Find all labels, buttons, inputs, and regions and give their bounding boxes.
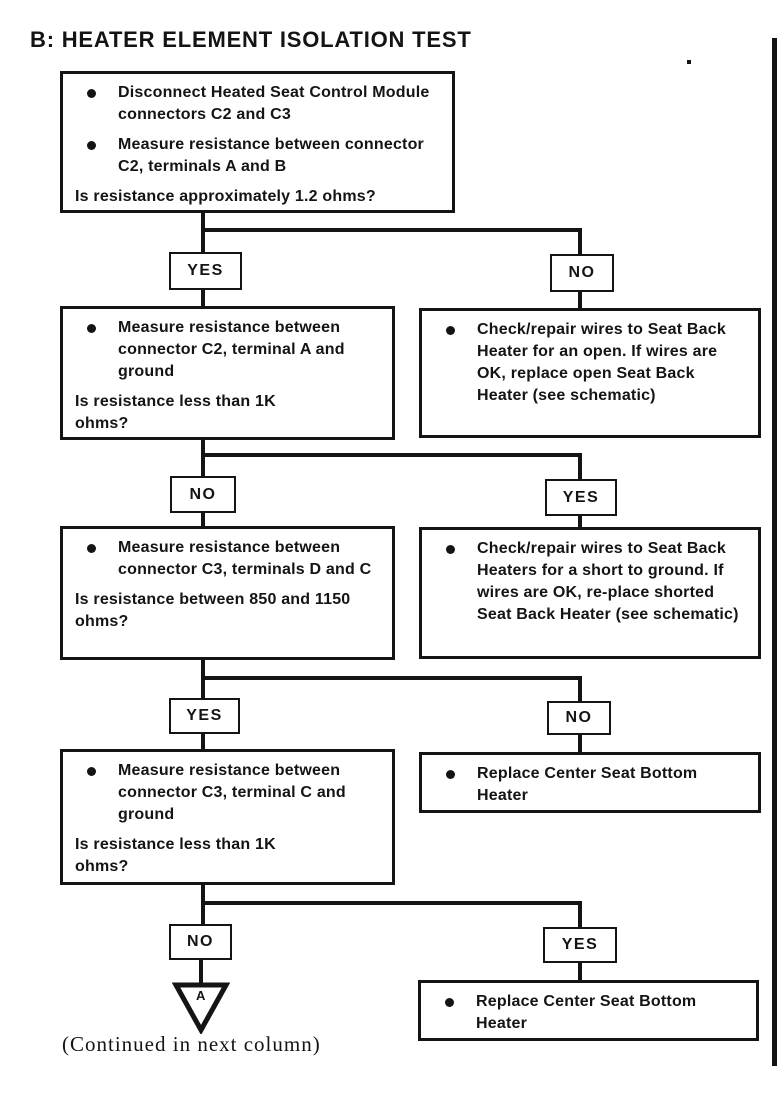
bullet-item: Measure resistance between connector C3,… (73, 760, 382, 826)
bullet-icon (446, 770, 455, 779)
branch-label: NO (565, 709, 593, 726)
flow-box-step3: Measure resistance between connector C3,… (60, 526, 395, 660)
offpage-connector-triangle (172, 982, 230, 1034)
branch-label: YES (562, 488, 600, 506)
bullet-text: Measure resistance between connector C2,… (118, 319, 345, 380)
bullet-icon (445, 998, 454, 1007)
page-title: B: HEATER ELEMENT ISOLATION TEST (30, 27, 472, 52)
bullet-icon (87, 544, 96, 553)
branch-label: NO (187, 933, 214, 950)
connector-line (201, 676, 582, 680)
bullet-text: Measure resistance between connector C2,… (118, 136, 424, 175)
branch-label: YES (186, 707, 223, 724)
connector-line (201, 901, 582, 905)
connector-line (578, 676, 582, 702)
bullet-text: Measure resistance between connector C3,… (118, 762, 346, 823)
branch-no-4: NO (169, 924, 232, 960)
flow-box-step1: Disconnect Heated Seat Control Module co… (60, 71, 455, 213)
connector-line (201, 212, 205, 253)
branch-label: NO (189, 485, 217, 503)
flow-box-replace-bottom-1: Replace Center Seat Bottom Heater (419, 752, 761, 813)
bullet-item: Measure resistance between connector C2,… (73, 134, 442, 178)
branch-yes-4: YES (543, 927, 617, 963)
branch-yes-1: YES (169, 252, 242, 290)
branch-label: NO (568, 264, 596, 281)
connector-line (201, 438, 205, 477)
branch-label: YES (187, 262, 224, 279)
connector-line (201, 228, 582, 232)
bullet-item: Check/repair wires to Seat Back Heaters … (432, 538, 748, 626)
bullet-item: Disconnect Heated Seat Control Module co… (73, 82, 442, 126)
connector-line (578, 291, 582, 310)
flow-box-step4: Measure resistance between connector C3,… (60, 749, 395, 885)
flow-box-step2: Measure resistance between connector C2,… (60, 306, 395, 440)
bullet-icon (87, 767, 96, 776)
bullet-icon (446, 545, 455, 554)
flow-box-repair-short: Check/repair wires to Seat Back Heaters … (419, 527, 761, 659)
branch-no-1: NO (550, 254, 614, 292)
bullet-text: Replace Center Seat Bottom Heater (476, 993, 697, 1032)
bullet-icon (87, 324, 96, 333)
connector-line (578, 901, 582, 928)
branch-yes-3: YES (169, 698, 240, 734)
bullet-text: Check/repair wires to Seat Back Heaters … (477, 540, 739, 623)
connector-line (201, 453, 582, 457)
bullet-text: Disconnect Heated Seat Control Module co… (118, 84, 430, 123)
bullet-text: Check/repair wires to Seat Back Heater f… (477, 321, 726, 404)
branch-no-3: NO (547, 701, 611, 735)
connector-line (578, 734, 582, 754)
connector-line (201, 512, 205, 528)
offpage-connector-label: A (196, 988, 206, 1003)
question-text: Is resistance less than 1K ohms? (75, 836, 276, 875)
connector-line (578, 515, 582, 529)
connector-line (578, 453, 582, 480)
question-text: Is resistance between 850 and 1150 ohms? (75, 591, 351, 630)
bullet-icon (446, 326, 455, 335)
connector-line (201, 289, 205, 308)
branch-no-2: NO (170, 476, 236, 513)
bullet-text: Replace Center Seat Bottom Heater (477, 765, 698, 804)
flow-box-replace-bottom-2: Replace Center Seat Bottom Heater (418, 980, 759, 1041)
connector-line (199, 959, 203, 986)
bullet-icon (87, 141, 96, 150)
scan-dot (687, 60, 691, 64)
bullet-icon (87, 89, 96, 98)
bullet-item: Check/repair wires to Seat Back Heater f… (432, 319, 748, 407)
question-text: Is resistance less than 1K ohms? (75, 393, 276, 432)
connector-line (578, 962, 582, 981)
bullet-item: Replace Center Seat Bottom Heater (431, 991, 746, 1035)
scan-edge-line (772, 38, 777, 1066)
bullet-item: Replace Center Seat Bottom Heater (432, 763, 748, 807)
connector-line (201, 733, 205, 751)
branch-yes-2: YES (545, 479, 617, 516)
bullet-text: Measure resistance between connector C3,… (118, 539, 372, 578)
flow-box-repair-open: Check/repair wires to Seat Back Heater f… (419, 308, 761, 438)
question-text: Is resistance approximately 1.2 ohms? (75, 188, 376, 205)
connector-line (578, 228, 582, 256)
continued-note: (Continued in next column) (62, 1032, 321, 1056)
bullet-item: Measure resistance between connector C3,… (73, 537, 382, 581)
branch-label: YES (561, 936, 599, 953)
bullet-item: Measure resistance between connector C2,… (73, 317, 382, 383)
